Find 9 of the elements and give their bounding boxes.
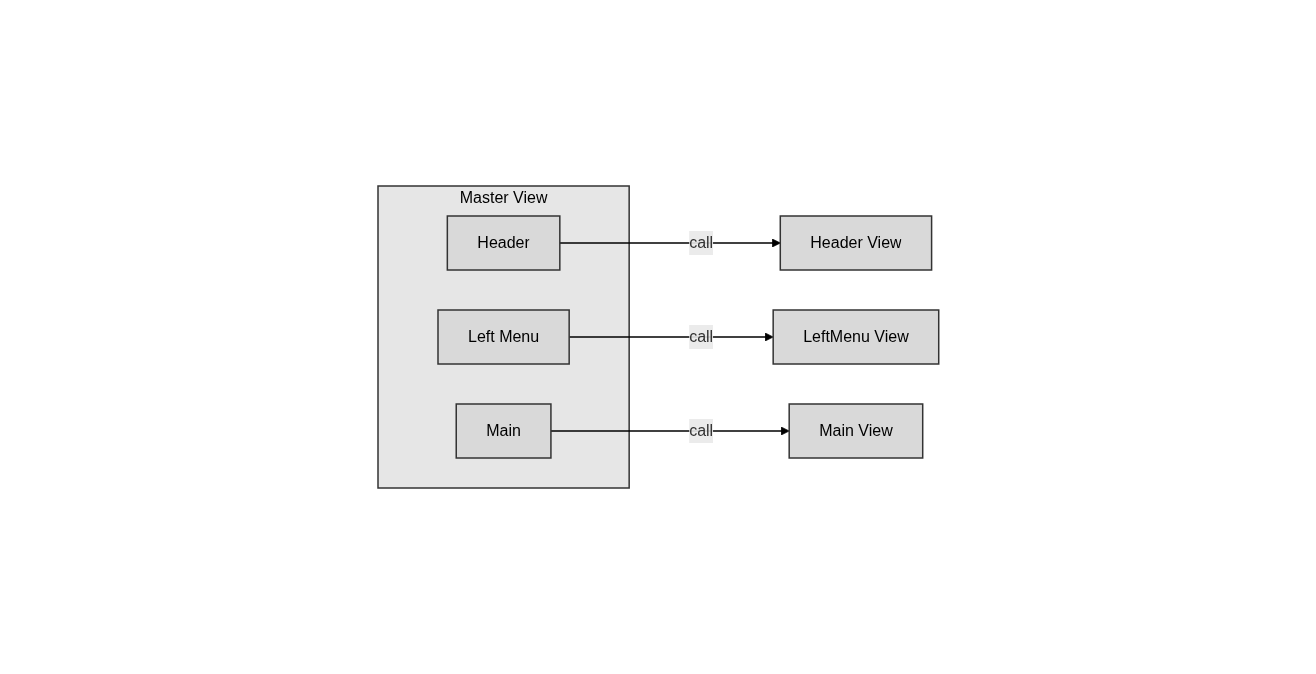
node-box: Main: [455, 403, 552, 459]
edge-label: call: [688, 234, 713, 251]
node-box: Main View: [788, 403, 924, 459]
node-box: LeftMenu View: [772, 309, 940, 365]
node-box: Left Menu: [436, 309, 570, 365]
node-box: Header: [446, 215, 561, 271]
edge-label: call: [688, 328, 713, 345]
node-box: Header View: [779, 215, 932, 271]
edge-label: call: [688, 422, 713, 439]
